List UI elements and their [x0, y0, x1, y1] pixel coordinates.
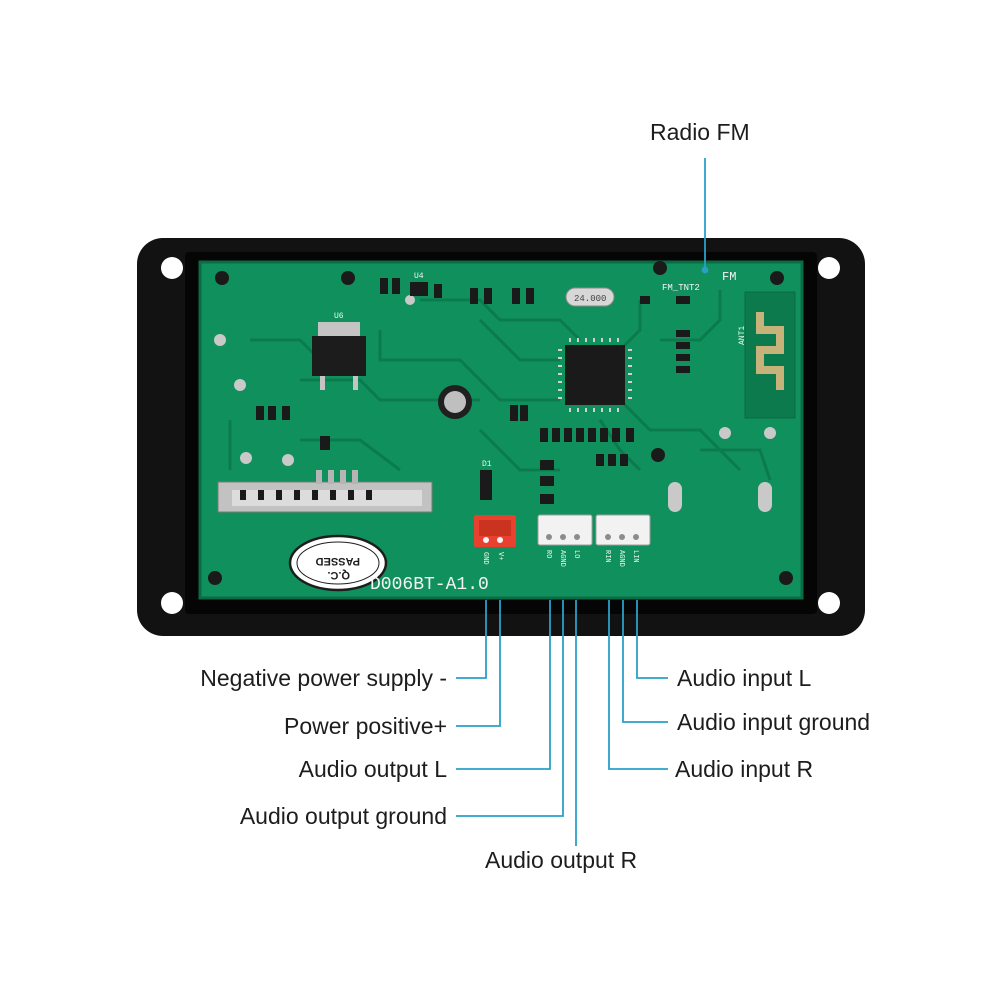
pin-rin-text: RIN [603, 550, 611, 563]
leader-out-l [456, 600, 551, 770]
leader-neg-power [456, 600, 487, 679]
pin-agnd2-text: AGND [617, 550, 625, 567]
pin-v-text: V+ [496, 552, 504, 560]
label-audio-input-l: Audio input L [677, 665, 812, 691]
label-audio-output-ground: Audio output ground [239, 803, 447, 829]
u6-silk-text: U6 [334, 312, 344, 321]
pin-lin-text: LIN [631, 550, 639, 563]
label-audio-input-r: Audio input R [675, 756, 814, 782]
antenna-silk-text: ANT1 [738, 326, 747, 345]
label-audio-output-r: Audio output R [485, 847, 638, 873]
label-power-positive: Power positive+ [284, 713, 447, 739]
power-connector [474, 515, 516, 547]
pcb-board [198, 260, 804, 600]
leader-lines [456, 158, 709, 846]
pin-agnd1-text: AGND [558, 550, 566, 567]
label-negative-power: Negative power supply - [200, 665, 447, 691]
label-audio-input-ground: Audio input ground [677, 709, 871, 735]
mount-hole-bottom-right [818, 592, 840, 614]
qc-line1-text: PASSED [316, 555, 360, 567]
mount-hole-top-right [818, 257, 840, 279]
d1-silk-text: D1 [482, 460, 492, 469]
pin-lo-text: LO [572, 550, 580, 558]
qc-line2-text: Q.C. [327, 569, 350, 581]
qc-passed-sticker [288, 534, 388, 592]
mount-hole-bottom-left [161, 592, 183, 614]
leader-in-l [636, 600, 668, 679]
pin-gnd-text: GND [481, 552, 489, 565]
fm-silk-text: FM [722, 270, 736, 284]
label-audio-output-l: Audio output L [298, 756, 447, 782]
fm-pad-silk-text: FM_TNT2 [662, 283, 700, 293]
leader-pos-power [456, 600, 501, 727]
u4-silk-text: U4 [414, 272, 424, 281]
audio-output-connector [537, 514, 593, 546]
board-model-text: D006BT-A1.0 [370, 575, 489, 595]
leader-in-gnd [622, 600, 668, 723]
mount-hole-top-left [161, 257, 183, 279]
pin-ro-text: RO [544, 550, 552, 558]
leader-out-gnd [456, 600, 564, 817]
audio-input-connector [595, 514, 651, 546]
leader-in-r [608, 600, 668, 770]
crystal-silk-text: 24.000 [574, 294, 606, 304]
label-radio-fm: Radio FM [650, 119, 750, 145]
